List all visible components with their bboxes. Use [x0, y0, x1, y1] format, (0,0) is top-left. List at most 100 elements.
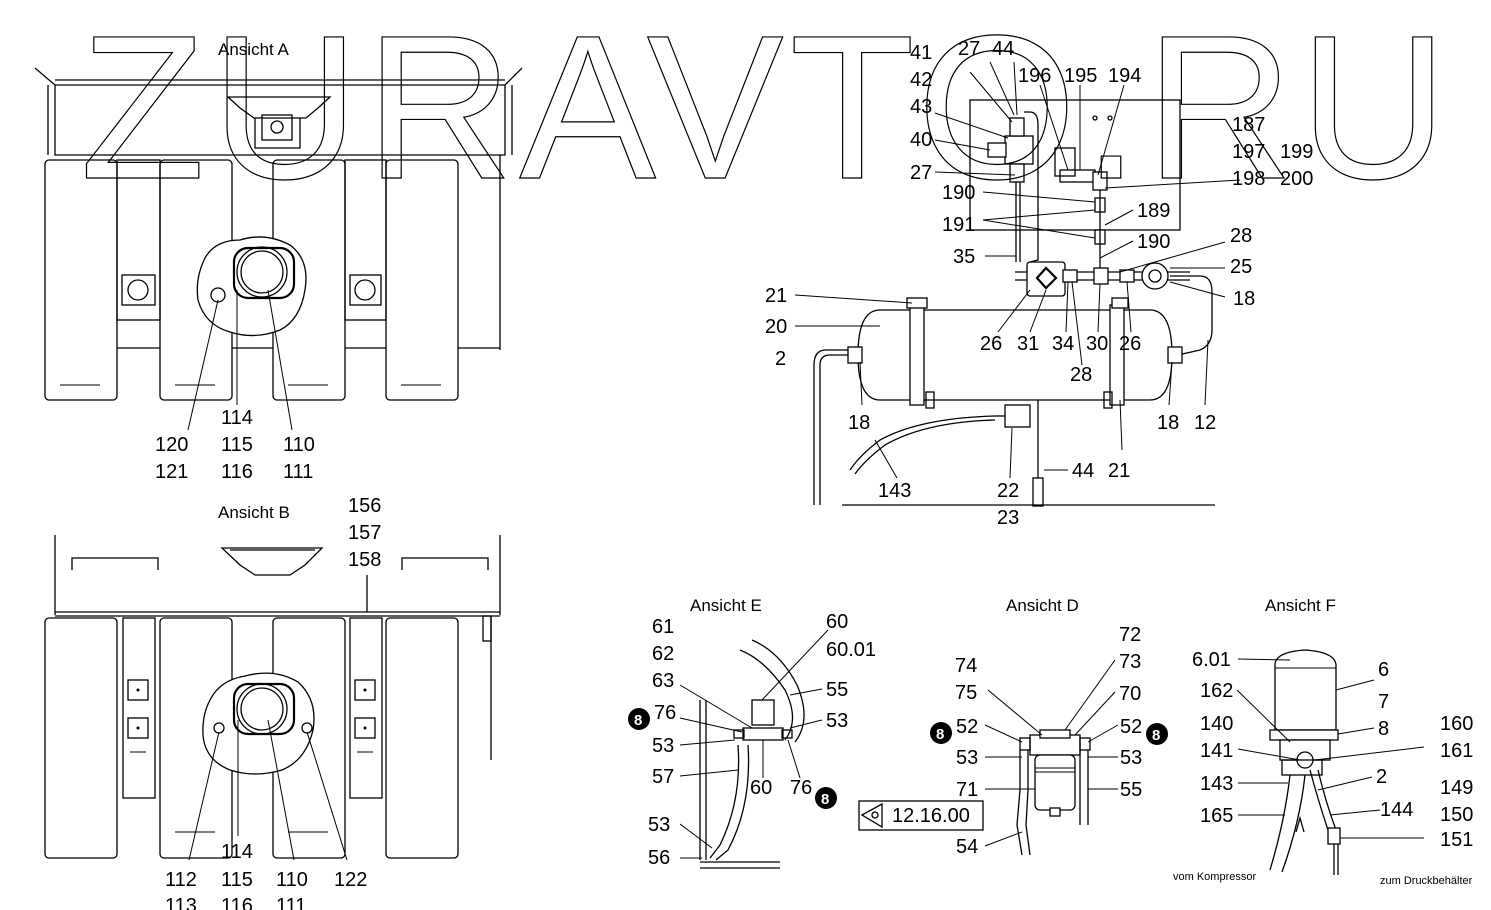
label-m-194: 194: [1108, 65, 1141, 87]
view-a-tanks: [44, 159, 459, 401]
view-d-drawing: [1016, 729, 1091, 856]
label-f-6: 6: [1378, 659, 1389, 681]
label-m-28b: 28: [1070, 364, 1092, 386]
label-m-26b: 26: [1119, 333, 1141, 355]
label-e-60a: 60: [826, 611, 848, 633]
label-b-114: 114: [221, 841, 253, 863]
view-e: Ansicht E 61: [628, 596, 876, 869]
label-m-42: 42: [910, 69, 932, 91]
view-d-title: Ansicht D: [1006, 596, 1079, 615]
label-d-53b: 53: [1120, 747, 1142, 769]
label-d-70: 70: [1119, 683, 1141, 705]
label-m-44a: 44: [992, 38, 1014, 60]
label-m-26a: 26: [980, 333, 1002, 355]
label-m-21a: 21: [765, 285, 787, 307]
view-b-leaders: [188, 719, 348, 861]
marker-d-52b-number: 8: [1152, 727, 1160, 744]
label-d-71: 71: [956, 779, 978, 801]
view-f-leaders: [1236, 658, 1425, 839]
label-m-27b: 27: [910, 162, 932, 184]
view-a-leaders: [187, 289, 293, 431]
label-m-2: 2: [775, 348, 786, 370]
label-f-165: 165: [1200, 805, 1233, 827]
label-e-53b: 53: [648, 814, 670, 836]
label-m-34: 34: [1052, 333, 1074, 355]
label-d-55: 55: [1120, 779, 1142, 801]
label-m-190a: 190: [942, 182, 975, 204]
view-b-filler-cap: [202, 672, 315, 775]
label-e-76b: 76: [790, 777, 812, 799]
flow-label-to-tank: zum Druckbehälter: [1380, 875, 1473, 887]
reference-box[interactable]: 12.16.00: [858, 800, 984, 831]
label-e-53a: 53: [652, 735, 674, 757]
label-m-20: 20: [765, 316, 787, 338]
label-f-141: 141: [1200, 740, 1233, 762]
view-e-leaders: [679, 629, 829, 859]
label-e-53c: 53: [826, 710, 848, 732]
label-m-195: 195: [1064, 65, 1097, 87]
label-d-52b: 52: [1120, 716, 1142, 738]
label-a-116: 116: [221, 461, 253, 483]
label-m-199: 199: [1280, 141, 1313, 163]
label-e-55: 55: [826, 679, 848, 701]
label-m-21b: 21: [1108, 460, 1130, 482]
label-b-111: 111: [276, 895, 306, 910]
label-m-18b: 18: [848, 412, 870, 434]
marker-e-76b: [815, 787, 837, 809]
marker-e-76b-number: 8: [821, 791, 829, 808]
label-b-116: 116: [221, 895, 253, 910]
label-b-113: 113: [165, 895, 197, 910]
view-b-frame: [54, 535, 501, 760]
label-b-157: 157: [348, 522, 381, 544]
label-b-158: 158: [348, 549, 381, 571]
label-d-73: 73: [1119, 651, 1141, 673]
valve-cluster: [987, 111, 1108, 268]
view-f-drawing: [1269, 649, 1341, 875]
label-e-61: 61: [652, 616, 674, 638]
label-m-30: 30: [1086, 333, 1108, 355]
label-m-187: 187: [1232, 114, 1265, 136]
label-f-161: 161: [1440, 740, 1473, 762]
label-e-63: 63: [652, 670, 674, 692]
view-f-title: Ansicht F: [1265, 596, 1336, 615]
label-m-27a: 27: [958, 38, 980, 60]
watermark: ZURAVTO.RU: [80, 0, 1454, 222]
view-a-title: Ansicht A: [218, 40, 290, 59]
label-e-6001: 60.01: [826, 639, 876, 661]
label-m-190b: 190: [1137, 231, 1170, 253]
label-m-191: 191: [942, 214, 975, 236]
marker-d-52b: [1146, 723, 1168, 745]
label-a-115: 115: [221, 434, 253, 456]
view-a: Ansicht A: [34, 40, 523, 483]
label-b-156: 156: [348, 495, 381, 517]
main-assembly: 41 42 43 40 27 44 27 196 195 194 187 197…: [765, 38, 1313, 529]
view-d: Ansicht D 74 75: [858, 596, 1168, 858]
manifold: [1015, 261, 1213, 356]
label-f-162: 162: [1200, 680, 1233, 702]
marker-d-52a: [930, 722, 952, 744]
label-m-200: 200: [1280, 168, 1313, 190]
label-m-25: 25: [1230, 256, 1252, 278]
label-m-44b: 44: [1072, 460, 1094, 482]
label-d-75: 75: [955, 682, 977, 704]
label-d-53a: 53: [956, 747, 978, 769]
mounting-plate: [969, 99, 1181, 231]
view-a-filler-cap: [196, 236, 307, 337]
label-e-60b: 60: [750, 777, 772, 799]
label-f-150: 150: [1440, 804, 1473, 826]
label-f-601: 6.01: [1192, 649, 1231, 671]
view-d-leaders: [984, 659, 1119, 847]
label-f-2: 2: [1376, 766, 1387, 788]
marker-e-76: [628, 708, 650, 730]
label-a-110: 110: [283, 434, 315, 456]
label-m-189: 189: [1137, 200, 1170, 222]
view-b-title: Ansicht B: [218, 503, 290, 522]
marker-d-52a-number: 8: [936, 726, 944, 743]
label-e-76a: 76: [654, 702, 676, 724]
label-f-151: 151: [1440, 829, 1473, 851]
label-b-110: 110: [276, 869, 308, 891]
label-e-57: 57: [652, 766, 674, 788]
label-m-31: 31: [1017, 333, 1039, 355]
label-a-111: 111: [283, 461, 313, 483]
